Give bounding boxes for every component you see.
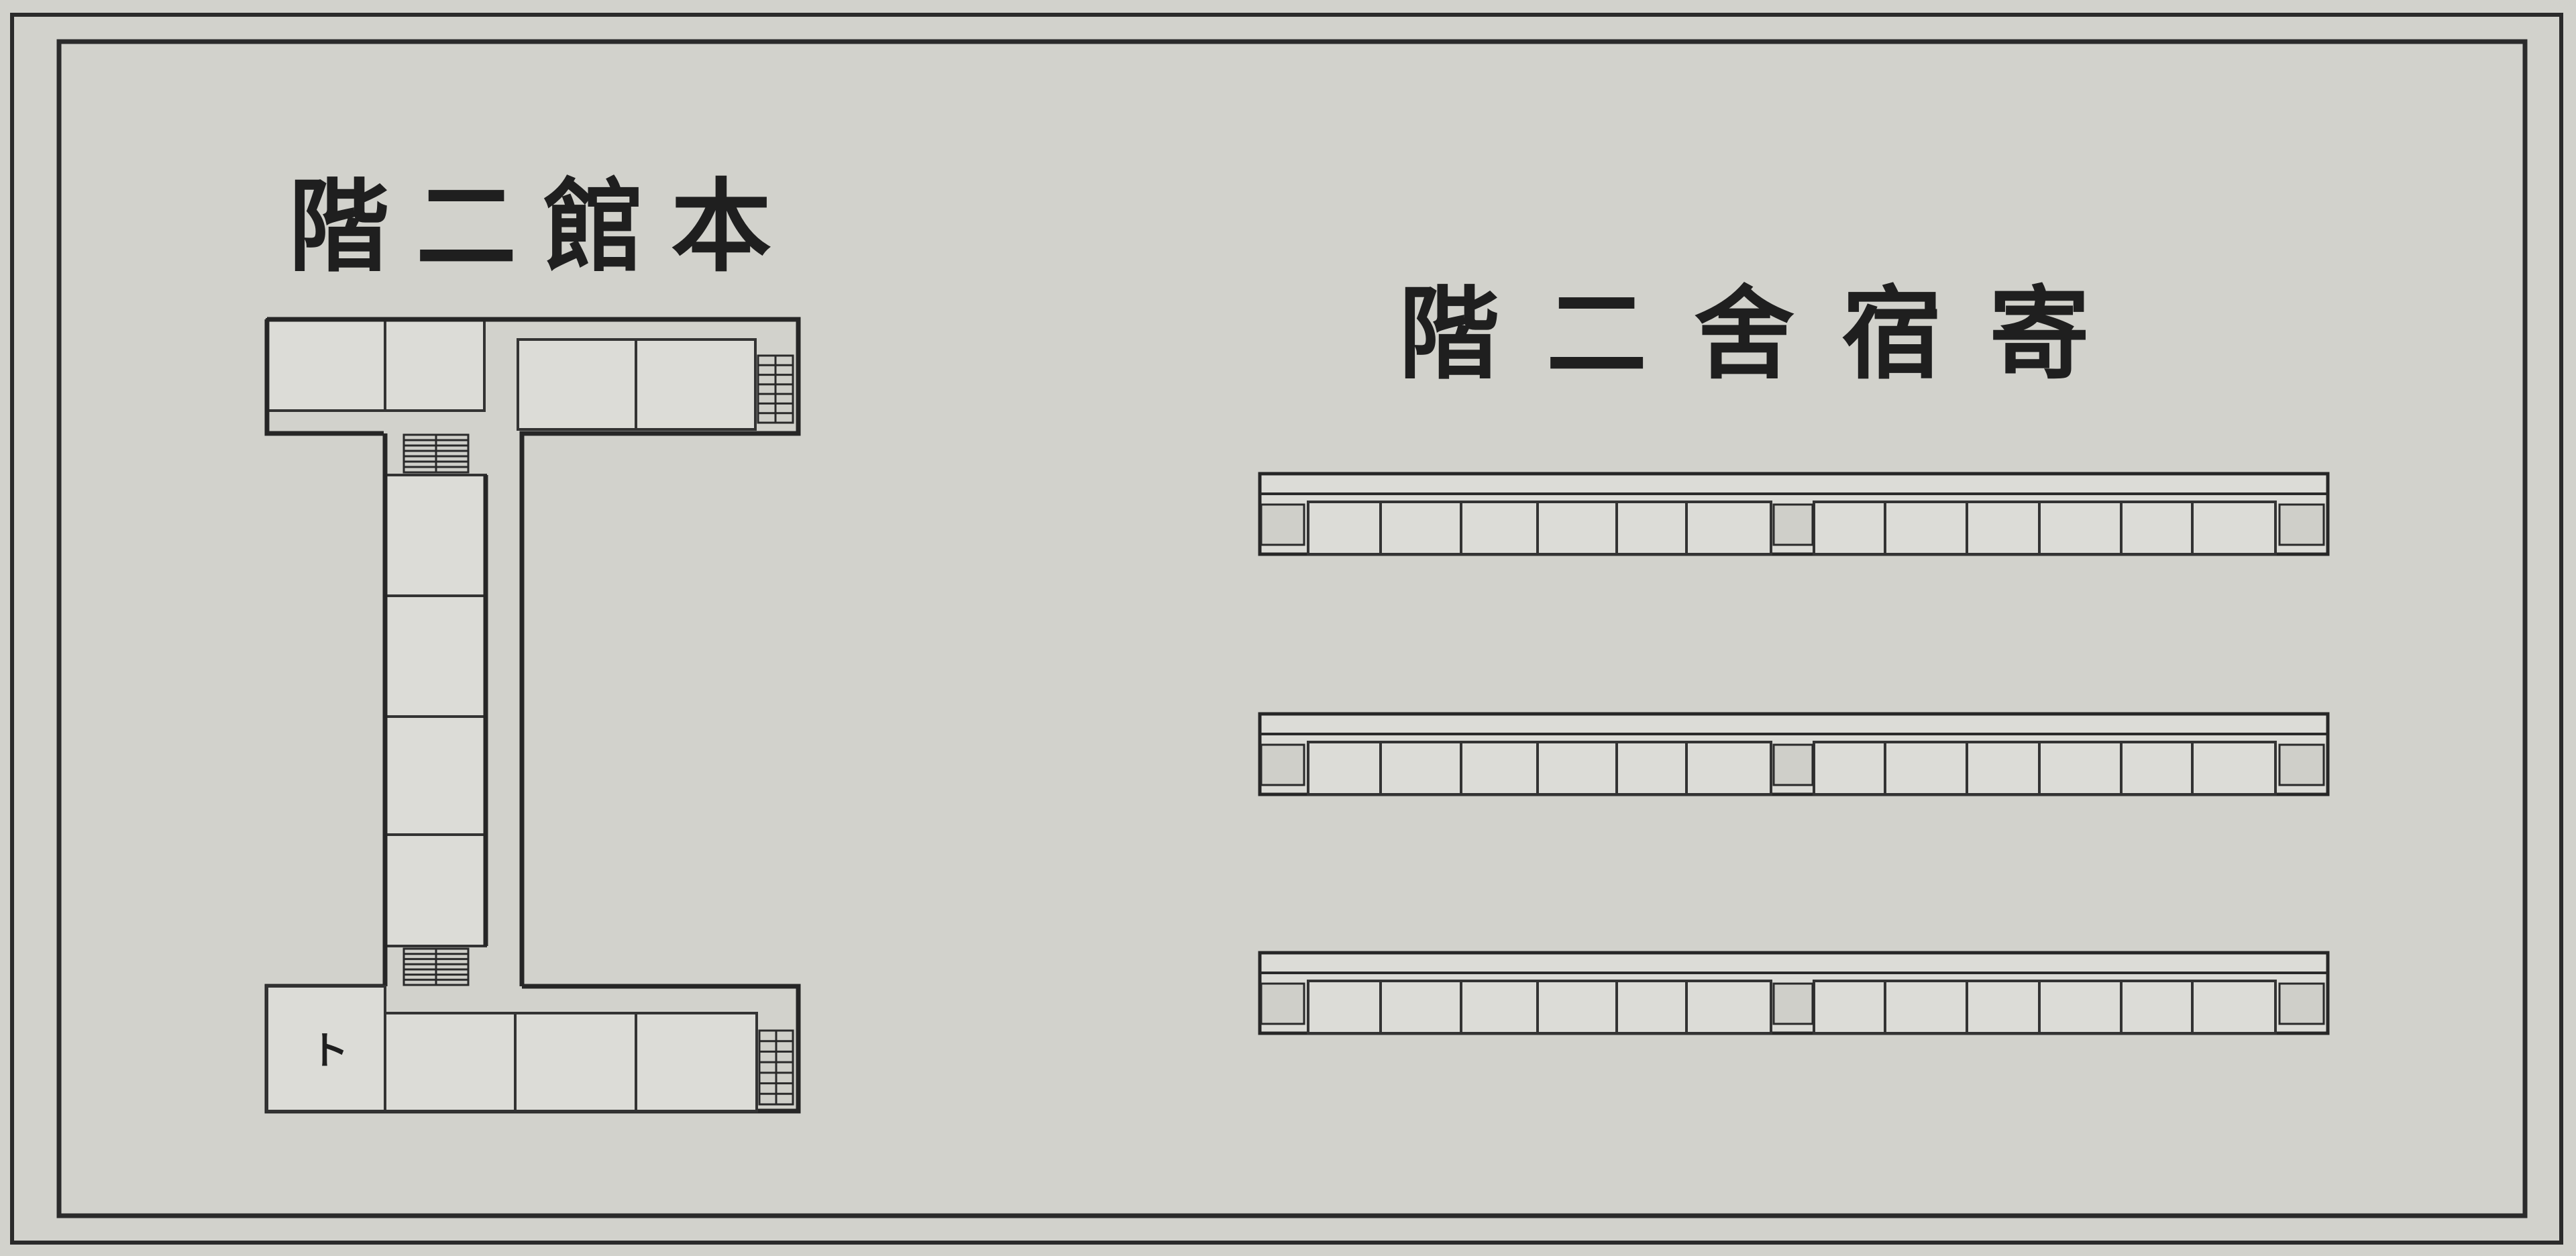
staircase-outline: [1772, 503, 1814, 546]
room: [1813, 741, 1886, 796]
room: [2120, 741, 2194, 796]
room: [514, 1012, 637, 1112]
dormitory-title: 階二舍宿寄: [1399, 275, 2137, 393]
room: [1379, 980, 1462, 1035]
dormitory-plan: [1258, 472, 2330, 1035]
room: [1966, 980, 2041, 1035]
inner-border: [56, 39, 2528, 1218]
room: [384, 715, 487, 836]
staircase: [757, 354, 794, 424]
room: [1615, 501, 1688, 556]
room: [635, 338, 757, 431]
room: [1685, 980, 1772, 1035]
staircase: [402, 433, 470, 474]
room: [1884, 501, 1968, 556]
main-building-plan: ト: [264, 317, 801, 1114]
room: [1536, 501, 1618, 556]
room: [2120, 501, 2194, 556]
staircase: [402, 947, 470, 986]
staircase-outline: [1260, 503, 1305, 546]
room: [2191, 980, 2277, 1035]
staircase-outline: [1772, 982, 1814, 1025]
room: [1966, 741, 2041, 796]
room: [1460, 980, 1539, 1035]
outer-border: [10, 13, 2563, 1245]
room: [1460, 501, 1539, 556]
room: [1966, 501, 2041, 556]
staircase-outline: [1260, 982, 1305, 1025]
dormitory-building: [1258, 472, 2330, 556]
room: [2191, 741, 2277, 796]
room: [1379, 741, 1462, 796]
staircase-outline: [2278, 503, 2325, 546]
dormitory-building: [1258, 712, 2330, 796]
room: [1884, 741, 1968, 796]
room: [1615, 980, 1688, 1035]
room: [1536, 741, 1618, 796]
room: [384, 318, 486, 412]
wall-top-wing: [267, 317, 801, 986]
room: [1884, 980, 1968, 1035]
dormitory-building: [1258, 951, 2330, 1035]
room: [266, 985, 386, 1112]
main-building-title: 階二館本: [288, 168, 798, 286]
room: [1813, 980, 1886, 1035]
room: [266, 318, 386, 412]
room: [384, 833, 487, 947]
staircase-outline: [1260, 743, 1305, 786]
room: [517, 338, 637, 431]
room: [2038, 980, 2123, 1035]
room: [2038, 501, 2123, 556]
room: [384, 1012, 517, 1112]
room: [2038, 741, 2123, 796]
wall-top-left: [264, 319, 384, 436]
room: [635, 1012, 758, 1112]
room: [1460, 741, 1539, 796]
staircase: [758, 1029, 794, 1106]
room: [2191, 501, 2277, 556]
room: [1685, 501, 1772, 556]
room: [1615, 741, 1688, 796]
room: [2120, 980, 2194, 1035]
room: [384, 474, 487, 597]
room: [1685, 741, 1772, 796]
staircase-outline: [2278, 743, 2325, 786]
room: [1813, 501, 1886, 556]
room: [1379, 501, 1462, 556]
staircase-outline: [2278, 982, 2325, 1025]
room: [1536, 980, 1618, 1035]
room: [384, 594, 487, 718]
room: [1307, 741, 1382, 796]
room-mark: ト: [310, 1028, 349, 1074]
staircase-outline: [1772, 743, 1814, 786]
room: [1307, 501, 1382, 556]
room: [1307, 980, 1382, 1035]
